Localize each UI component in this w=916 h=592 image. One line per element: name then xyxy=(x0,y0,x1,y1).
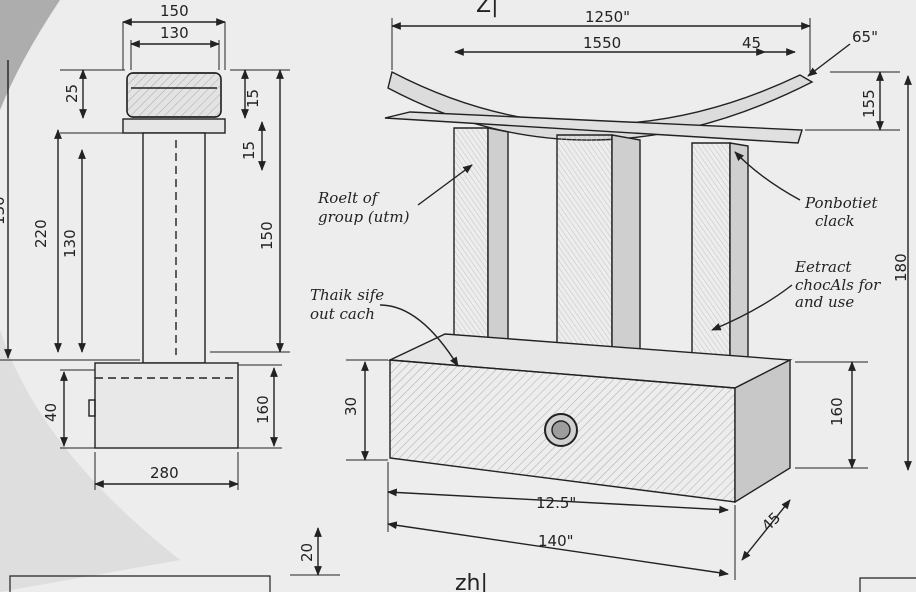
dim-post-130: 130 xyxy=(61,229,79,258)
svg-text:Roelt of: Roelt of xyxy=(317,189,380,207)
dim-cap-height-right: 15 xyxy=(244,89,262,108)
svg-text:chocAls for: chocAls for xyxy=(795,276,881,294)
dim-collar-height: 15 xyxy=(240,141,258,160)
dim-post-220: 220 xyxy=(32,219,50,248)
side-view xyxy=(0,18,916,592)
side-collar xyxy=(122,118,226,134)
iso-post-right xyxy=(691,142,749,383)
iso-plank xyxy=(384,111,803,144)
dim-top-offset: 45 xyxy=(742,34,761,52)
iso-view xyxy=(346,18,912,580)
dim-corner: 65" xyxy=(852,28,878,46)
note-left-post: Roelt of group (utm) xyxy=(317,189,410,226)
svg-text:Ponbotiet: Ponbotiet xyxy=(804,194,879,212)
side-post xyxy=(142,132,206,364)
iso-post-middle xyxy=(556,134,641,366)
svg-text:Eetract: Eetract xyxy=(794,258,852,276)
dim-base-height-right-iso: 160 xyxy=(828,397,846,426)
note-right-top: Ponbotiet clack xyxy=(804,194,879,230)
side-base xyxy=(94,362,239,449)
dim-cap-width: 130 xyxy=(160,24,189,42)
svg-text:Thaik sife: Thaik sife xyxy=(310,286,384,304)
svg-text:out cach: out cach xyxy=(310,305,375,323)
side-cap-hatch xyxy=(126,72,222,118)
svg-text:clack: clack xyxy=(815,212,855,230)
dim-saddle-height: 155 xyxy=(860,89,878,118)
page-curl xyxy=(0,0,60,110)
dim-top-inner: 1550 xyxy=(583,34,621,52)
dim-base-width: 280 xyxy=(150,464,179,482)
dim-base-length-inner: 12.5" xyxy=(536,494,576,512)
svg-text:group (utm): group (utm) xyxy=(318,208,410,226)
note-right-mid: Eetract chocAls for and use xyxy=(794,258,881,311)
dim-base-length-outer: 140" xyxy=(538,532,574,550)
sheet-mark-bottom: zh| xyxy=(455,571,488,592)
dim-overall-height: 130 xyxy=(0,196,8,225)
dim-base-height-right: 160 xyxy=(254,395,272,424)
iso-base-side xyxy=(734,358,791,504)
svg-text:and use: and use xyxy=(795,293,854,311)
dim-overall-width: 150 xyxy=(160,2,189,20)
iso-post-left xyxy=(453,127,509,351)
dim-base-height-left: 40 xyxy=(42,403,60,422)
dim-base-height-left-iso: 30 xyxy=(342,397,360,416)
page-curl-lower xyxy=(0,330,180,592)
dim-cap-height-left: 25 xyxy=(63,84,81,103)
dim-bottom-height: 20 xyxy=(298,543,316,562)
note-base-left: Thaik sife out cach xyxy=(310,286,384,323)
dim-right-height: 180 xyxy=(892,253,910,282)
dim-top-overall: 1250" xyxy=(585,8,630,26)
dim-post-150: 150 xyxy=(258,221,276,250)
sheet-mark-top: Z| xyxy=(476,0,498,18)
